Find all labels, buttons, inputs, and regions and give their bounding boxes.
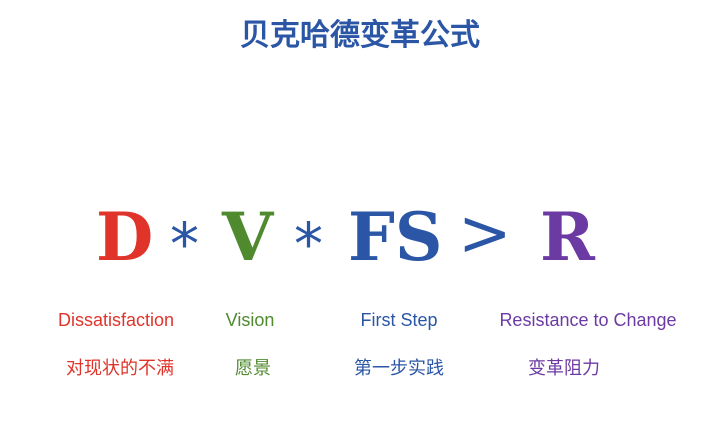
formula-d: D [96,198,154,276]
multiply-operator-2: * [294,210,323,278]
formula-fs: FS [348,198,443,276]
dissatisfaction-chinese-label: 对现状的不满 [66,358,174,379]
resistance-chinese-label: 变革阻力 [528,358,600,379]
page-title: 贝克哈德变革公式 [240,18,480,53]
dissatisfaction-label: Dissatisfaction [57,310,175,330]
formula-v: V [222,198,274,276]
first-step-label: First Step [360,310,438,330]
resistance-label: Resistance to Change [499,310,677,330]
greater-than-operator: > [458,197,512,271]
first-step-chinese-label: 第一步实践 [354,358,444,379]
formula-r: R [540,198,595,276]
vision-chinese-label: 愿景 [235,358,271,379]
multiply-operator-1: * [170,210,199,278]
vision-label: Vision [225,310,275,330]
